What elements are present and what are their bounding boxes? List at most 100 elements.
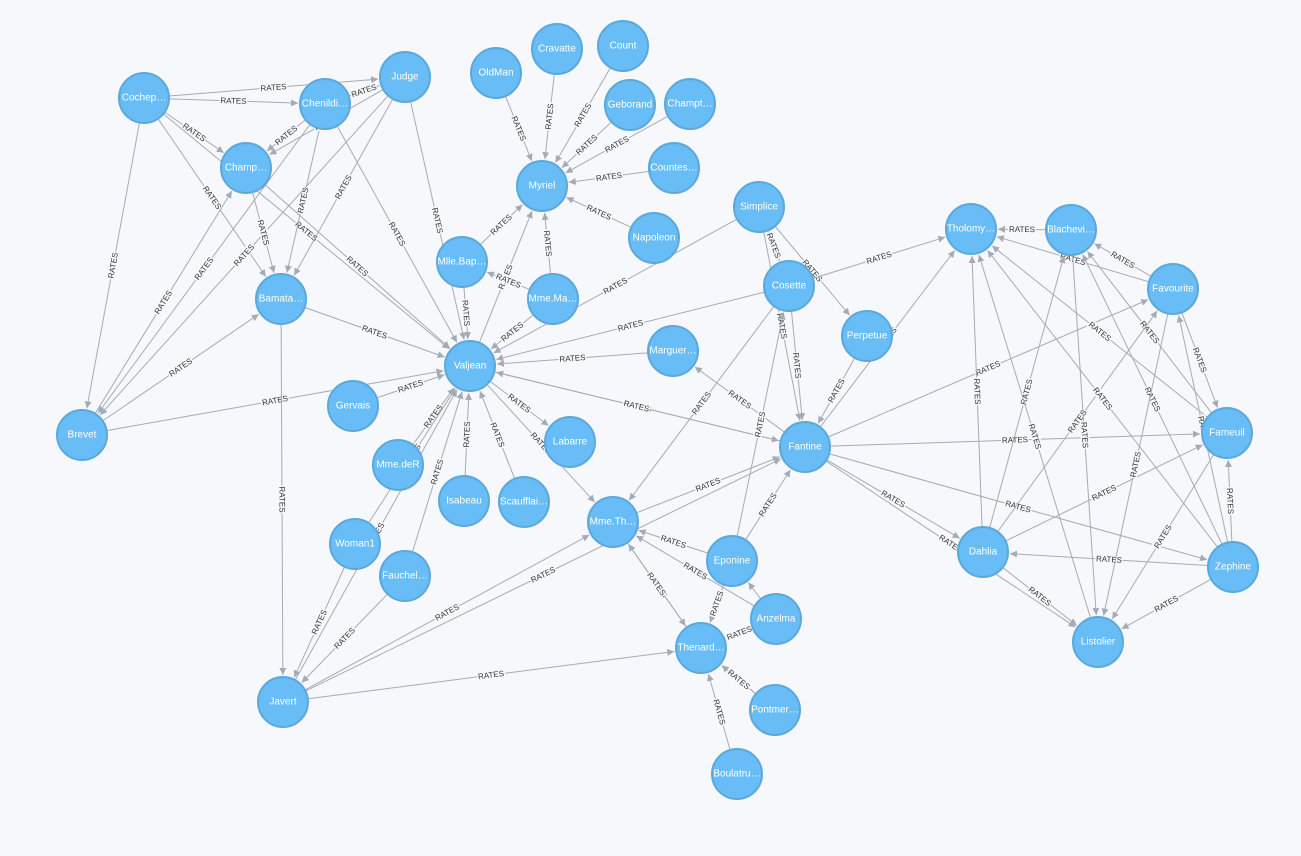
node-napoleon[interactable]: Napoleon: [628, 212, 680, 264]
relationship-eponine-thenardier[interactable]: RATES: [707, 584, 725, 623]
relationship-cochepaille-judge[interactable]: RATES: [168, 76, 379, 97]
node-circle[interactable]: [647, 325, 699, 377]
relationship-perpetue-fantine[interactable]: RATES: [817, 357, 856, 424]
node-cochepaille[interactable]: Cochep…: [118, 72, 170, 124]
node-circle[interactable]: [1201, 407, 1253, 459]
node-circle[interactable]: [733, 181, 785, 233]
relationship-brevet-champmathieu[interactable]: RATES: [94, 190, 233, 414]
relationship-simplice-fantine[interactable]: RATES: [763, 231, 803, 421]
relationship-dahlia-blacheville[interactable]: RATES: [989, 255, 1066, 529]
node-circle[interactable]: [544, 416, 596, 468]
relationship-napoleon-myriel[interactable]: RATES: [566, 196, 632, 228]
relationship-gervais-valjean[interactable]: RATES: [376, 373, 445, 399]
relationship-anzelma-thenardier[interactable]: RATES: [724, 623, 755, 642]
node-gervais[interactable]: Gervais: [327, 380, 379, 432]
relationship-champmathieu-valjean[interactable]: RATES: [264, 184, 451, 349]
node-circle[interactable]: [56, 409, 108, 461]
relationship-cosette-fantine[interactable]: RATES: [790, 310, 806, 421]
relationship-zephine-listolier[interactable]: RATES: [1121, 578, 1212, 630]
node-myriel[interactable]: Myriel: [516, 160, 568, 212]
relationship-mllebaptistine-myriel[interactable]: RATES: [479, 204, 523, 246]
relationship-zephine-fameuil[interactable]: RATES: [1225, 459, 1236, 543]
node-zephine[interactable]: Zephine: [1207, 541, 1259, 593]
node-circle[interactable]: [257, 676, 309, 728]
relationship-woman1-javert[interactable]: RATES: [293, 566, 346, 678]
relationship-favourite-listolier[interactable]: RATES: [1101, 313, 1169, 616]
node-countess[interactable]: Countes…: [648, 142, 700, 194]
node-mmethenardier[interactable]: Mme.Th…: [587, 496, 639, 548]
relationship-fantine-fameuil[interactable]: RATES: [829, 430, 1201, 447]
relationship-marguerite-valjean[interactable]: RATES: [496, 352, 649, 367]
relationship-simplice-cosette[interactable]: RATES: [764, 230, 784, 261]
relationship-chenildieu-brevet[interactable]: RATES: [97, 123, 311, 414]
node-circle[interactable]: [750, 593, 802, 645]
node-champtercier[interactable]: Champt…: [664, 78, 716, 130]
node-listolier[interactable]: Listolier: [1072, 616, 1124, 668]
node-blacheville[interactable]: Blachevi…: [1045, 204, 1097, 256]
relationship-pontmercy-thenardier[interactable]: RATES: [721, 664, 757, 695]
relationship-dahlia-listolier[interactable]: RATES: [1002, 567, 1078, 626]
relationship-fantine-listolier[interactable]: RATES: [825, 460, 1076, 628]
node-tholomyes[interactable]: Tholomy…: [945, 203, 997, 255]
relationship-oldman-myriel[interactable]: RATES: [504, 95, 533, 162]
node-circle[interactable]: [220, 142, 272, 194]
node-circle[interactable]: [516, 160, 568, 212]
relationship-eponine-mmethenardier[interactable]: RATES: [638, 529, 709, 554]
node-anzelma[interactable]: Anzelma: [750, 593, 802, 645]
node-circle[interactable]: [1207, 541, 1259, 593]
node-circle[interactable]: [372, 439, 424, 491]
relationship-fameuil-listolier[interactable]: RATES: [1111, 454, 1215, 620]
relationship-dahlia-favourite[interactable]: RATES: [997, 310, 1158, 533]
node-geborand[interactable]: Geborand: [604, 79, 656, 131]
relationship-zephine-dahlia[interactable]: RATES: [1009, 550, 1209, 567]
relationship-blacheville-tholomyes[interactable]: RATES: [997, 224, 1047, 234]
relationship-mmemagloire-valjean[interactable]: RATES: [490, 314, 534, 350]
node-woman1[interactable]: Woman1: [329, 518, 381, 570]
node-favourite[interactable]: Favourite: [1147, 263, 1199, 315]
relationship-anzelma-eponine[interactable]: [747, 582, 762, 600]
node-circle[interactable]: [628, 212, 680, 264]
node-circle[interactable]: [438, 475, 490, 527]
node-circle[interactable]: [498, 476, 550, 528]
node-valjean[interactable]: Valjean: [444, 340, 496, 392]
relationship-scaufflaire-valjean[interactable]: RATES: [479, 390, 516, 479]
relationship-cochepaille-brevet[interactable]: RATES: [84, 122, 140, 409]
relationship-javert-thenardier[interactable]: RATES: [307, 648, 675, 700]
relationship-simplice-valjean[interactable]: RATES: [493, 218, 738, 354]
relationship-cochepaille-champmathieu[interactable]: RATES: [164, 111, 225, 154]
node-circle[interactable]: [255, 273, 307, 325]
node-javert[interactable]: Javert: [257, 676, 309, 728]
node-circle[interactable]: [470, 47, 522, 99]
relationship-blacheville-listolier[interactable]: RATES: [1072, 254, 1100, 616]
relationship-cochepaille-chenildieu[interactable]: RATES: [168, 95, 299, 107]
node-cosette[interactable]: Cosette: [763, 260, 815, 312]
node-fauchelevent[interactable]: Fauchel…: [379, 550, 431, 602]
node-mllebaptistine[interactable]: Mlle.Bap…: [436, 236, 488, 288]
relationship-fantine-zephine[interactable]: RATES: [828, 453, 1208, 562]
node-count[interactable]: Count: [597, 20, 649, 72]
node-brevet[interactable]: Brevet: [56, 409, 108, 461]
node-circle[interactable]: [711, 748, 763, 800]
node-circle[interactable]: [444, 340, 496, 392]
node-cravatte[interactable]: Cravatte: [531, 23, 583, 75]
node-circle[interactable]: [604, 79, 656, 131]
node-circle[interactable]: [379, 51, 431, 103]
node-thenardier[interactable]: Thenard…: [675, 622, 727, 674]
node-circle[interactable]: [118, 72, 170, 124]
node-circle[interactable]: [749, 684, 801, 736]
node-scaufflaire[interactable]: Scaufflai…: [498, 476, 550, 528]
node-fameuil[interactable]: Fameuil: [1201, 407, 1253, 459]
node-circle[interactable]: [527, 273, 579, 325]
node-boulatruelle[interactable]: Boulatru…: [711, 748, 763, 800]
relationship-champmathieu-bamatabois[interactable]: RATES: [251, 192, 276, 274]
node-simplice[interactable]: Simplice: [733, 181, 785, 233]
relationship-valjean-fantine[interactable]: RATES: [494, 371, 779, 443]
node-circle[interactable]: [597, 20, 649, 72]
relationship-cochepaille-valjean[interactable]: RATES: [162, 113, 450, 350]
relationship-mllebaptistine-valjean[interactable]: RATES: [460, 286, 472, 340]
node-pontmercy[interactable]: Pontmer…: [749, 684, 801, 736]
relationship-bamatabois-javert[interactable]: RATES: [277, 323, 288, 676]
node-circle[interactable]: [779, 421, 831, 473]
node-circle[interactable]: [763, 260, 815, 312]
relationship-boulatruelle-thenardier[interactable]: RATES: [706, 673, 731, 751]
